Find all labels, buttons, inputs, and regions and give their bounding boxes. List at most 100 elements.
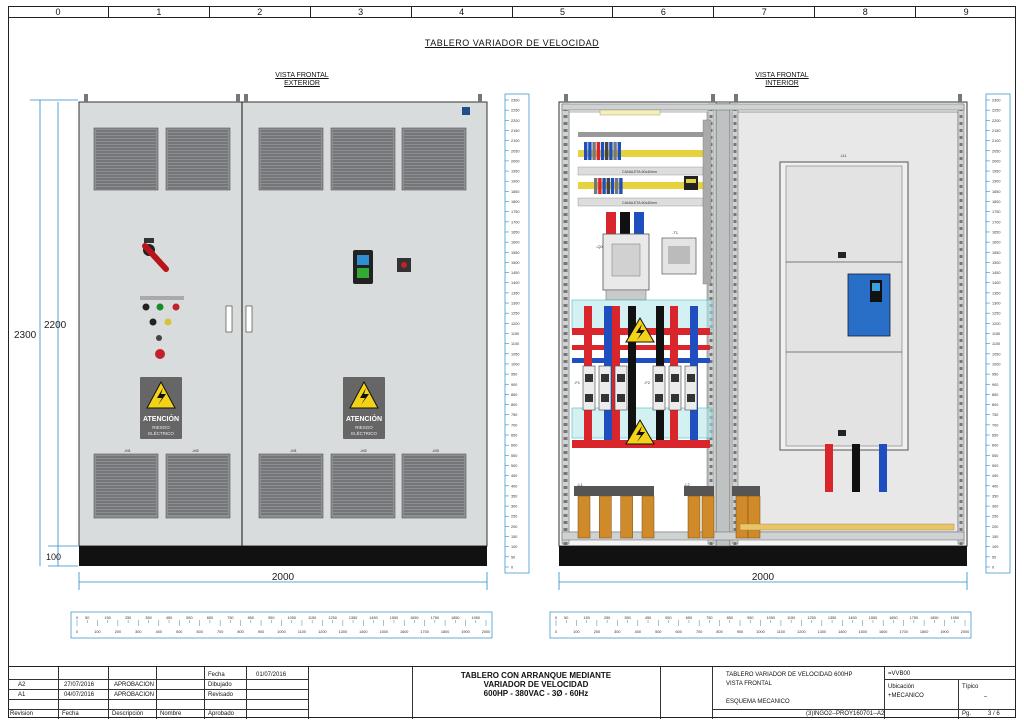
tag-fuses-left: -F1	[574, 380, 581, 385]
terminal-bottom	[610, 178, 615, 194]
rail-hole	[563, 143, 568, 146]
rail-hole	[733, 507, 737, 510]
grille-9	[330, 453, 396, 519]
scale-label: 1200	[992, 322, 1000, 326]
rail-hole	[959, 143, 963, 146]
scale-label: 1750	[992, 210, 1000, 214]
terminal-top	[584, 142, 588, 160]
rail-hole	[733, 339, 737, 342]
rail-hole	[563, 472, 568, 475]
scale-label: 2100	[511, 139, 519, 143]
tag-reactor-right: -L2	[684, 482, 691, 487]
scale-label: 1750	[511, 210, 519, 214]
rail-hole	[733, 143, 737, 146]
rail-hole	[959, 528, 963, 531]
terminal-bottom	[602, 178, 606, 194]
scale-label: 1250	[807, 616, 815, 620]
power-supply-label	[686, 179, 696, 183]
rail-hole	[709, 374, 713, 377]
scale-label: 1650	[889, 616, 897, 620]
right-view-title-line2: INTERIOR	[765, 80, 799, 87]
project-title: TABLERO CON ARRANQUE MEDIANTE VARIADOR D…	[416, 671, 656, 698]
fuse-clip	[601, 374, 609, 382]
rail-hole	[959, 178, 963, 181]
rail-hole	[563, 262, 568, 265]
scale-label: 1900	[940, 630, 948, 634]
rail-hole	[959, 374, 963, 377]
scale-label: 1900	[992, 180, 1000, 184]
rail-hole	[959, 283, 963, 286]
desc-line1: TABLERO VARIADOR DE VELOCIDAD 600HP	[726, 672, 853, 678]
rail-hole	[733, 430, 737, 433]
top-rail	[561, 103, 965, 111]
main-disconnect-handle	[142, 238, 169, 272]
scale-label: 1300	[818, 630, 826, 634]
rail-hole	[733, 346, 737, 349]
project-title-line3: 600HP - 380VAC - 3Ø - 60Hz	[483, 689, 589, 698]
scale-label: 200	[992, 525, 998, 529]
rail-hole	[959, 234, 963, 237]
rail-hole	[733, 304, 737, 307]
scale-label: 450	[645, 616, 651, 620]
scale-label: 2150	[511, 129, 519, 133]
fuse-clip	[601, 394, 609, 402]
rail-hole	[709, 458, 713, 461]
fuse-holder	[652, 365, 666, 411]
scale-label: 2000	[992, 159, 1000, 163]
rail-1	[561, 103, 570, 545]
rail-hole	[959, 262, 963, 265]
rail-hole	[959, 318, 963, 321]
rail-hole	[959, 206, 963, 209]
label-aprobado: Aprobado	[208, 711, 235, 717]
scale-label: 950	[992, 373, 998, 377]
scale-label: 650	[207, 616, 213, 620]
rail-hole	[563, 185, 568, 188]
terminal-top	[609, 142, 613, 160]
terminal-bottom	[606, 178, 610, 194]
fuse-clip	[655, 394, 663, 402]
rail-hole	[959, 423, 963, 426]
scale-label: 1700	[899, 630, 907, 634]
rail-hole	[563, 255, 568, 258]
rev-row2-date: 04/07/2016	[64, 692, 95, 698]
rail-hole	[959, 164, 963, 167]
doc-code: (3)INGO2--PROY160701--A2	[806, 711, 885, 717]
scale-label: 500	[992, 464, 998, 468]
scale-label: 600	[197, 630, 203, 634]
left-dimensions	[30, 99, 488, 590]
rail-hole	[959, 346, 963, 349]
dim-plinth-height: 100	[46, 552, 61, 562]
rail-hole	[733, 514, 737, 517]
rail-hole	[563, 444, 568, 447]
rail-hole	[959, 493, 963, 496]
rail-hole	[959, 185, 963, 188]
scale-label: 1450	[848, 616, 856, 620]
rail-hole	[733, 500, 737, 503]
tag-breaker: -Q0	[596, 244, 603, 249]
scale-label: 2150	[992, 129, 1000, 133]
tag-reactor-left: -L1	[577, 482, 584, 487]
scale-label: 1150	[992, 332, 1000, 336]
scale-label: 1800	[920, 630, 928, 634]
grille-tag-5: -M3	[432, 448, 440, 453]
rail-hole	[733, 290, 737, 293]
rail-hole	[709, 346, 713, 349]
interior-cabinet: CANALETA 60x40mm CANALETA 60x40mm -Q0 -T…	[558, 94, 968, 566]
scale-label: 200	[594, 630, 600, 634]
scale-label: 1050	[511, 352, 519, 356]
scale-label: 250	[604, 616, 610, 620]
scale-label: 1600	[400, 630, 408, 634]
rail-hole	[563, 528, 568, 531]
scale-label: 550	[511, 454, 517, 458]
warning-text-right-2: RIESGO	[355, 425, 373, 430]
reactor-frame	[574, 486, 654, 496]
rail-hole	[733, 318, 737, 321]
rail-hole	[733, 353, 737, 356]
rail-hole	[733, 220, 737, 223]
scale-label: 700	[696, 630, 702, 634]
warning-text-left-2: RIESGO	[152, 425, 170, 430]
rail-hole	[563, 479, 568, 482]
column-1: 1	[109, 6, 210, 17]
scale-label: 150	[584, 616, 590, 620]
